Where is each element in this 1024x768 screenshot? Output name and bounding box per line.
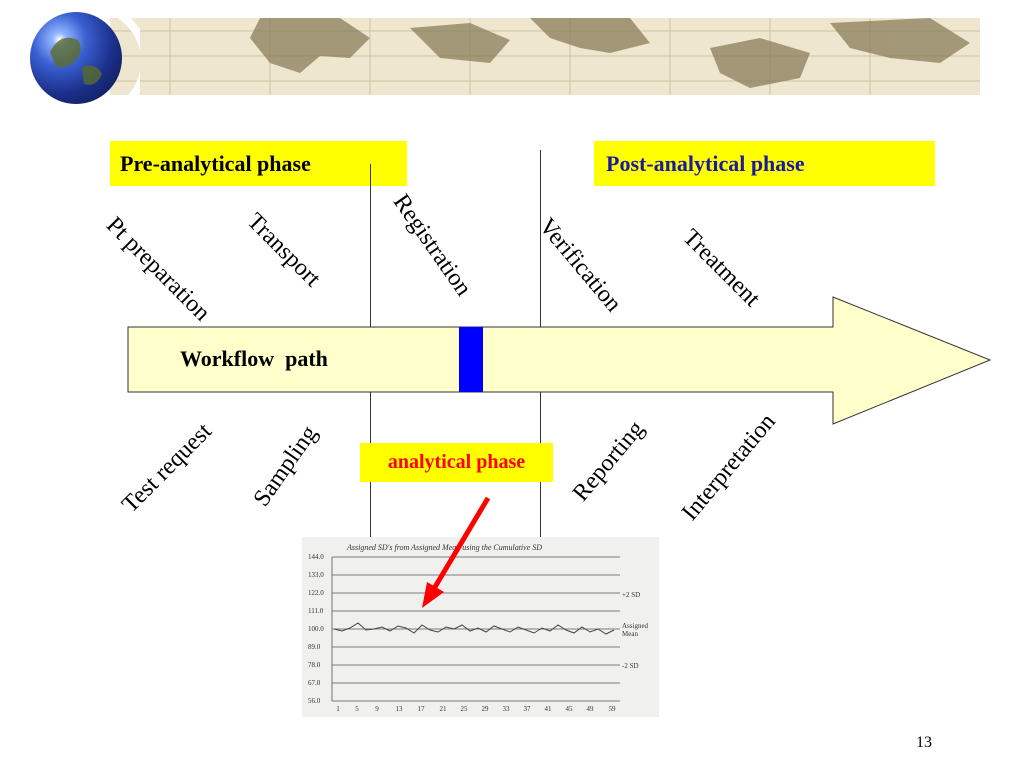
step-interpretation: Interpretation: [676, 408, 781, 526]
analytical-phase-label: analytical phase: [360, 443, 553, 482]
step-pt-preparation: Pt preparation: [100, 212, 216, 327]
page-number: 13: [916, 734, 932, 751]
control-chart-series: [333, 622, 615, 635]
x-tick: 49: [587, 705, 595, 713]
globe-ring-icon: [89, 6, 140, 116]
x-tick: 33: [503, 705, 511, 713]
x-tick: 17: [418, 705, 426, 713]
header-banner: Clinical laboratories: [110, 18, 980, 95]
world-map-graphic: [110, 18, 980, 95]
x-tick: 29: [482, 705, 490, 713]
mean-label-line1: Assigned: [622, 622, 649, 630]
x-tick: 45: [566, 705, 574, 713]
control-chart-x-ticks: 1 5 9 13 17 21 25 29 33 37 41 45 49 59: [336, 705, 616, 713]
y-tick: 100.0: [308, 625, 324, 633]
y-tick: 122.0: [308, 589, 324, 597]
post-analytical-phase-label: Post-analytical phase: [594, 141, 935, 186]
y-tick: 78.0: [308, 661, 321, 669]
x-tick: 13: [396, 705, 404, 713]
y-tick: 67.0: [308, 679, 321, 687]
mean-label-line2: Mean: [622, 630, 638, 638]
control-chart-image: Assigned SD's from Assigned Mean using t…: [302, 537, 659, 717]
minus-2sd-label: -2 SD: [622, 662, 639, 670]
step-registration: Registration: [387, 189, 477, 301]
pre-analytical-divider: [370, 164, 371, 541]
x-tick: 21: [440, 705, 448, 713]
pre-analytical-phase-label: Pre-analytical phase: [110, 141, 407, 186]
workflow-path-label: Workflow path: [180, 346, 328, 371]
step-verification: Verification: [533, 213, 627, 317]
control-chart-y-ticks: 144.0 133.0 122.0 111.0 100.0 89.0 78.0 …: [308, 553, 324, 705]
step-test-request: Test request: [117, 418, 217, 518]
step-sampling: Sampling: [248, 421, 323, 512]
post-analytical-divider: [540, 150, 541, 541]
x-tick: 37: [524, 705, 532, 713]
x-tick: 5: [355, 705, 359, 713]
step-treatment: Treatment: [677, 224, 766, 312]
step-reporting: Reporting: [567, 416, 650, 507]
x-tick: 1: [336, 705, 340, 713]
x-tick: 59: [609, 705, 617, 713]
y-tick: 111.0: [308, 607, 324, 615]
y-tick: 89.0: [308, 643, 321, 651]
y-tick: 144.0: [308, 553, 324, 561]
page-title: Clinical laboratories: [393, 84, 743, 95]
control-chart-title: Assigned SD's from Assigned Mean using t…: [346, 543, 542, 552]
plus-2sd-label: +2 SD: [622, 591, 640, 599]
x-tick: 9: [375, 705, 379, 713]
step-transport: Transport: [241, 208, 326, 293]
y-tick: 133.0: [308, 571, 324, 579]
globe-logo: [30, 12, 122, 104]
x-tick: 41: [545, 705, 553, 713]
x-tick: 25: [461, 705, 469, 713]
y-tick: 56.0: [308, 697, 321, 705]
registration-marker: [459, 327, 483, 392]
